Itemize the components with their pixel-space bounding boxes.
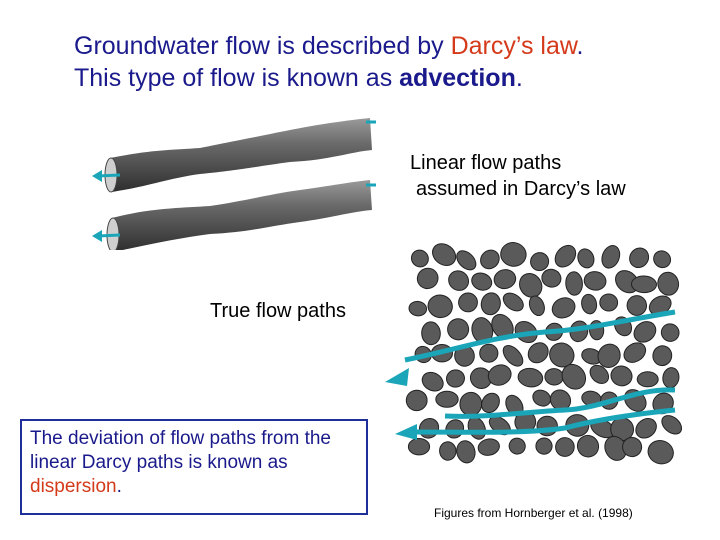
- sediment-grain: [554, 244, 577, 268]
- sediment-grain: [421, 321, 441, 346]
- sediment-grain: [647, 440, 674, 465]
- sediment-grain: [599, 293, 619, 312]
- dispersion-note: The deviation of flow paths from the lin…: [20, 419, 368, 515]
- sediment-grain: [502, 344, 524, 367]
- sediment-grain: [517, 367, 544, 388]
- sediment-grain: [493, 269, 517, 290]
- sediment-grain: [416, 267, 439, 290]
- sediment-grain: [551, 297, 576, 319]
- sediment-grain: [481, 392, 500, 414]
- sediment-grain: [480, 249, 500, 270]
- flow-arrow-top: [404, 309, 676, 363]
- sediment-grain: [528, 295, 545, 317]
- sediment-grain: [535, 437, 553, 455]
- sediment-grain: [532, 389, 552, 407]
- sediment-grain: [555, 437, 575, 457]
- figure-credit: Figures from Hornberger et al. (1998): [434, 506, 633, 520]
- title-line-2: This type of flow is known as advection.: [74, 64, 523, 92]
- tubes-illustration: [92, 118, 376, 250]
- sediment-grain: [589, 364, 610, 384]
- sediment-grain: [527, 342, 549, 364]
- sediment-grain: [631, 275, 657, 294]
- sediment-grain: [623, 342, 647, 363]
- sediment-grain: [469, 367, 492, 389]
- sediment-grain: [456, 250, 477, 271]
- sediment-grain: [445, 419, 465, 439]
- sediment-grain: [405, 389, 428, 412]
- sediment-grain: [479, 343, 499, 363]
- title-line-1: Groundwater flow is described by Darcy’s…: [74, 32, 584, 60]
- sediment-grain: [435, 390, 459, 408]
- advection-term: advection: [399, 64, 516, 92]
- upper-arrow-head: [92, 170, 102, 182]
- sediment-grain: [459, 391, 483, 417]
- true-flow-label: True flow paths: [210, 300, 346, 322]
- sediment-grain: [447, 318, 470, 341]
- sediment-grain: [487, 364, 512, 386]
- sediment-grain: [636, 371, 659, 388]
- sediment-grain: [622, 436, 643, 458]
- flow-arrow-middle: [444, 387, 676, 419]
- linear-flow-label-line-2: assumed in Darcy’s law: [416, 178, 626, 200]
- sediment-grain: [446, 369, 465, 388]
- sediment-grain: [629, 247, 650, 269]
- sediment-grain: [565, 271, 583, 296]
- sediment-grain: [421, 371, 444, 392]
- sediment-grain: [432, 243, 457, 266]
- sediment-grain: [407, 438, 431, 456]
- porous-medium-illustration: [385, 242, 683, 465]
- sediment-grain: [519, 273, 543, 298]
- sediment-grain: [577, 248, 595, 269]
- sediment-grain: [502, 292, 524, 312]
- sediment-grain: [662, 367, 680, 389]
- sediment-grain: [480, 292, 501, 316]
- flow-arrow-bottom-head: [395, 424, 417, 440]
- sediment-grain: [544, 368, 564, 386]
- flow-arrow-top-head: [385, 368, 409, 386]
- dispersion-term: dispersion: [30, 476, 117, 497]
- sediment-grain: [635, 418, 657, 439]
- darcys-law-term: Darcy’s law: [450, 32, 577, 60]
- sediment-grain: [576, 434, 600, 458]
- sediment-grain: [661, 415, 683, 435]
- sediment-grain: [500, 242, 527, 267]
- linear-flow-label: Linear flow paths assumed in Darcy’s law: [410, 150, 626, 202]
- lower-tube: [112, 180, 372, 250]
- sediment-grain: [418, 418, 440, 439]
- sediment-grain: [561, 363, 587, 390]
- sediment-grain: [477, 438, 500, 456]
- upper-tube: [110, 118, 372, 192]
- sediment-grain: [456, 440, 476, 464]
- sediment-grain: [633, 321, 657, 343]
- sediment-grain: [471, 272, 493, 291]
- sediment-grain: [408, 300, 428, 317]
- sediment-grain: [508, 437, 526, 455]
- sediment-grain: [541, 268, 562, 288]
- lower-arrow-head: [92, 230, 102, 242]
- sediment-grain: [653, 250, 672, 269]
- sediment-grain: [626, 295, 648, 316]
- linear-flow-label-line-1: Linear flow paths: [410, 152, 562, 174]
- sediment-grain: [448, 270, 470, 291]
- sediment-grain: [657, 271, 680, 296]
- sediment-grain: [597, 343, 621, 368]
- sediment-grain: [458, 292, 478, 313]
- sediment-grain: [660, 323, 680, 342]
- sediment-grain: [601, 245, 621, 269]
- sediment-grain: [410, 249, 429, 268]
- sediment-grain: [530, 252, 550, 272]
- sediment-grain: [610, 365, 633, 387]
- flow-arrow-bottom: [414, 407, 676, 435]
- sediment-grain: [583, 271, 607, 291]
- sediment-grain: [652, 345, 673, 367]
- slide-title: Groundwater flow is described by Darcy’s…: [74, 30, 583, 94]
- sediment-grain: [439, 441, 457, 461]
- sediment-grain: [427, 294, 453, 319]
- sediment-grain: [549, 342, 575, 368]
- sediment-grain: [581, 293, 598, 315]
